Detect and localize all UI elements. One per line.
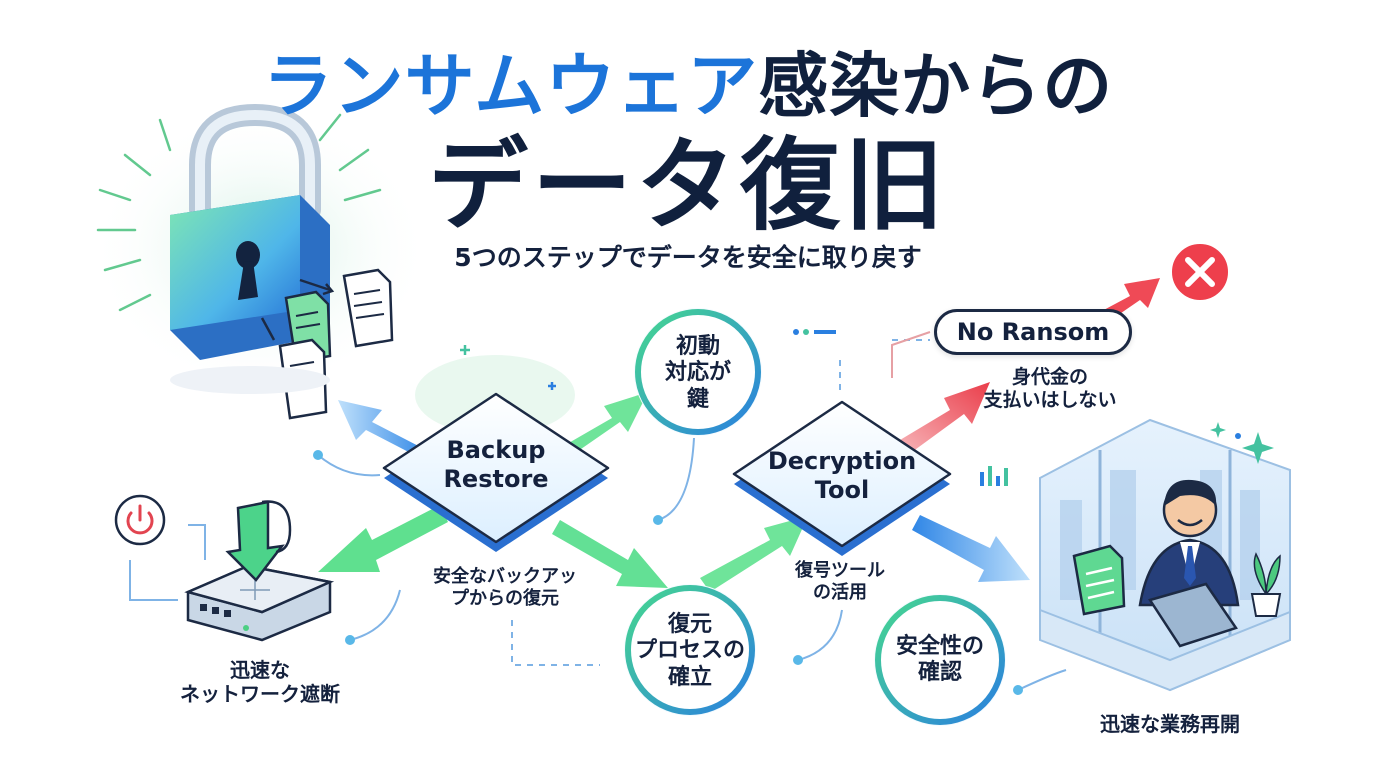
initial-response-label: 初動 対応が 鍵 — [664, 334, 731, 412]
page-title-line1: ランサムウェア感染からの — [0, 44, 1376, 128]
safety-check-label: 安全性の 確認 — [895, 634, 984, 686]
red-connector — [891, 331, 931, 378]
plus-marks — [460, 345, 556, 390]
backup-restore-node — [382, 392, 610, 552]
plant-icon — [1250, 552, 1282, 617]
no-ransom-badge: No Ransom — [934, 309, 1132, 355]
dot-line-icon — [793, 329, 836, 335]
initial-response-circle — [634, 308, 762, 436]
arrow-backup-to-initial — [560, 392, 648, 458]
backup-restore-label: Backup Restore — [443, 436, 549, 493]
thin-connectors — [129, 437, 1067, 691]
title-highlight: ランサムウェア — [262, 45, 759, 127]
arrow-decryption-to-noransom — [900, 382, 990, 452]
arrow-backup-to-router — [318, 505, 448, 572]
safety-check-circle — [874, 594, 1006, 726]
page-title-line2: データ復旧 — [428, 127, 948, 244]
document-icon — [342, 268, 394, 348]
page-subtitle: 5つのステップでデータを安全に取り戻す — [454, 243, 922, 272]
connector-dots — [313, 450, 1023, 695]
business-resume-caption: 迅速な業務再開 — [1100, 712, 1240, 736]
safe-backup-caption: 安全なバックアッ プからの復元 — [433, 566, 577, 609]
businessman-icon — [1138, 479, 1240, 607]
laptop-icon — [1148, 582, 1238, 648]
document-arrows — [260, 278, 335, 341]
arrow-backup-to-restore — [552, 520, 668, 588]
decryption-tool-node — [732, 400, 952, 556]
document-icon-green-office — [1072, 544, 1126, 616]
title-rest: 感染からの — [758, 45, 1114, 127]
arrow-decryption-to-office — [912, 515, 1030, 582]
decrypt-tool-caption: 復号ツール の活用 — [795, 560, 885, 603]
lock-shadow — [170, 366, 330, 394]
dashed-connectors — [511, 339, 930, 666]
arrow-backup-to-lock — [338, 400, 430, 460]
download-arrow-icon — [225, 500, 292, 582]
sparkle-icon — [1210, 422, 1274, 464]
restore-process-circle — [624, 584, 756, 716]
decryption-tool-label: Decryption Tool — [767, 447, 917, 504]
restore-process-label: 復元 プロセスの 確立 — [634, 612, 745, 690]
power-icon — [114, 494, 166, 546]
bar-chart-icon — [980, 466, 1008, 486]
router-icon — [184, 564, 335, 642]
close-icon — [1168, 240, 1232, 304]
lock-rays — [96, 113, 382, 312]
arrow-restore-to-decryption — [700, 516, 808, 592]
network-isolation-caption: 迅速な ネットワーク遮断 — [180, 658, 340, 706]
no-ransom-subcaption: 身代金の 支払いはしない — [983, 366, 1117, 411]
